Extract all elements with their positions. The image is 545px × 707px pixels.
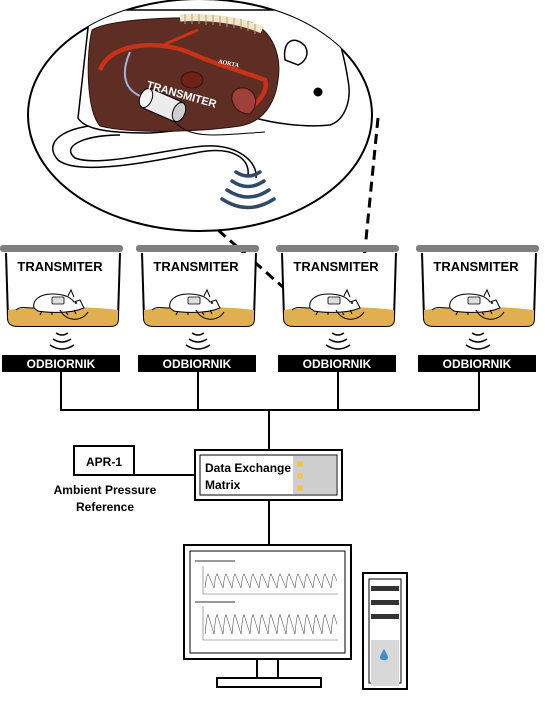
cage-bedding xyxy=(424,307,534,326)
cage-1: TRANSMITER ODBIORNIK xyxy=(0,245,123,372)
cage-bedding xyxy=(8,307,118,326)
cage-lid xyxy=(276,245,399,252)
receiver-label: ODBIORNIK xyxy=(163,357,232,371)
cage-lid xyxy=(0,245,123,252)
cage-transmitter-label: TRANSMITER xyxy=(153,259,239,274)
signal-waves-icon xyxy=(220,170,276,210)
receiver-label: ODBIORNIK xyxy=(303,357,372,371)
data-exchange-matrix: Data Exchange Matrix xyxy=(194,449,343,501)
small-signal-waves-icon xyxy=(185,332,211,350)
dem-label-line2: Matrix xyxy=(205,478,241,492)
aorta xyxy=(97,43,268,110)
rat-tail xyxy=(52,123,249,176)
cage-2: TRANSMITER ODBIORNIK xyxy=(136,245,259,372)
cage-bedding xyxy=(284,307,394,326)
transmitter-implant xyxy=(138,87,187,123)
receiver-box xyxy=(418,355,536,372)
status-led xyxy=(297,461,303,467)
zoom-line-left xyxy=(217,228,301,304)
rat-ear xyxy=(283,39,308,66)
small-signal-waves-icon xyxy=(49,332,75,350)
rat-eye xyxy=(313,87,323,97)
apr-caption-line1: Ambient Pressure xyxy=(54,483,157,497)
antenna-loop xyxy=(335,309,365,320)
receiver-box xyxy=(138,355,256,372)
apr-box-label: APR-1 xyxy=(86,455,122,469)
small-signal-waves-icon xyxy=(325,332,351,350)
screen-waveforms xyxy=(195,560,338,641)
antenna-wire xyxy=(174,121,266,136)
cage-transmitter-label: TRANSMITER xyxy=(17,259,103,274)
cage-bedding xyxy=(144,307,254,326)
status-led xyxy=(297,485,303,491)
antenna-loop xyxy=(195,309,225,320)
power-drop-icon xyxy=(380,649,388,661)
small-signal-waves-icon xyxy=(465,332,491,350)
catheter xyxy=(123,51,141,97)
cage-3: TRANSMITER ODBIORNIK xyxy=(276,245,399,372)
antenna-loop xyxy=(59,309,89,320)
receiver-label: ODBIORNIK xyxy=(27,357,96,371)
heart xyxy=(231,87,257,115)
aorta-label: AORTA xyxy=(218,59,240,69)
cage-4: TRANSMITER ODBIORNIK xyxy=(416,245,539,372)
apr-caption-line2: Reference xyxy=(76,500,134,514)
computer-monitor xyxy=(183,544,352,688)
cage-lid xyxy=(416,245,539,252)
kidney xyxy=(180,71,204,89)
cage-transmitter-label: TRANSMITER xyxy=(293,259,379,274)
status-led xyxy=(297,473,303,479)
cage-transmitter-label: TRANSMITER xyxy=(433,259,519,274)
receiver-box xyxy=(2,355,120,372)
receiver-label: ODBIORNIK xyxy=(443,357,512,371)
cage-lid xyxy=(136,245,259,252)
computer-tower xyxy=(362,572,408,690)
apr-box xyxy=(73,445,135,476)
receiver-bus xyxy=(60,371,480,450)
dem-label-line1: Data Exchange xyxy=(205,461,291,475)
receiver-box xyxy=(278,355,396,372)
inset-oval: TRANSMITER AORTA xyxy=(27,0,373,232)
antenna-loop xyxy=(475,309,505,320)
